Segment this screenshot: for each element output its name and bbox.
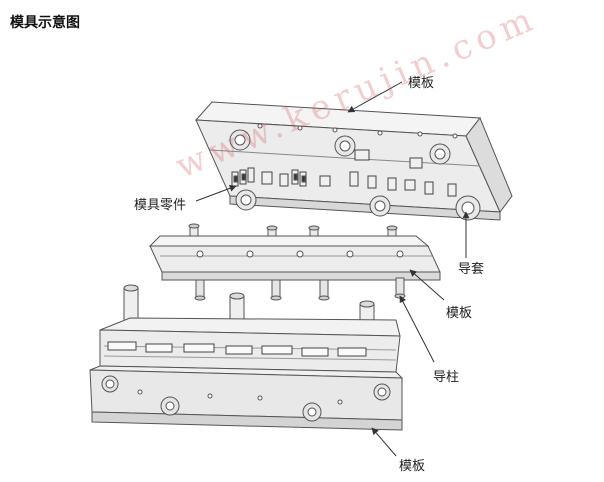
label-die-parts: 模具零件 <box>134 198 187 213</box>
label-guide-post: 导柱 <box>433 370 460 385</box>
label-top-plate: 模板 <box>408 76 435 91</box>
leader-lines <box>195 81 470 457</box>
page-title: 模具示意图 <box>10 15 80 31</box>
middle-plate <box>148 223 441 301</box>
label-middle-plate: 模板 <box>446 306 473 321</box>
bottom-plate <box>89 284 404 431</box>
label-bottom-plate: 模板 <box>399 459 426 474</box>
top-plate <box>194 101 513 221</box>
label-guide-bushing: 导套 <box>458 262 485 277</box>
